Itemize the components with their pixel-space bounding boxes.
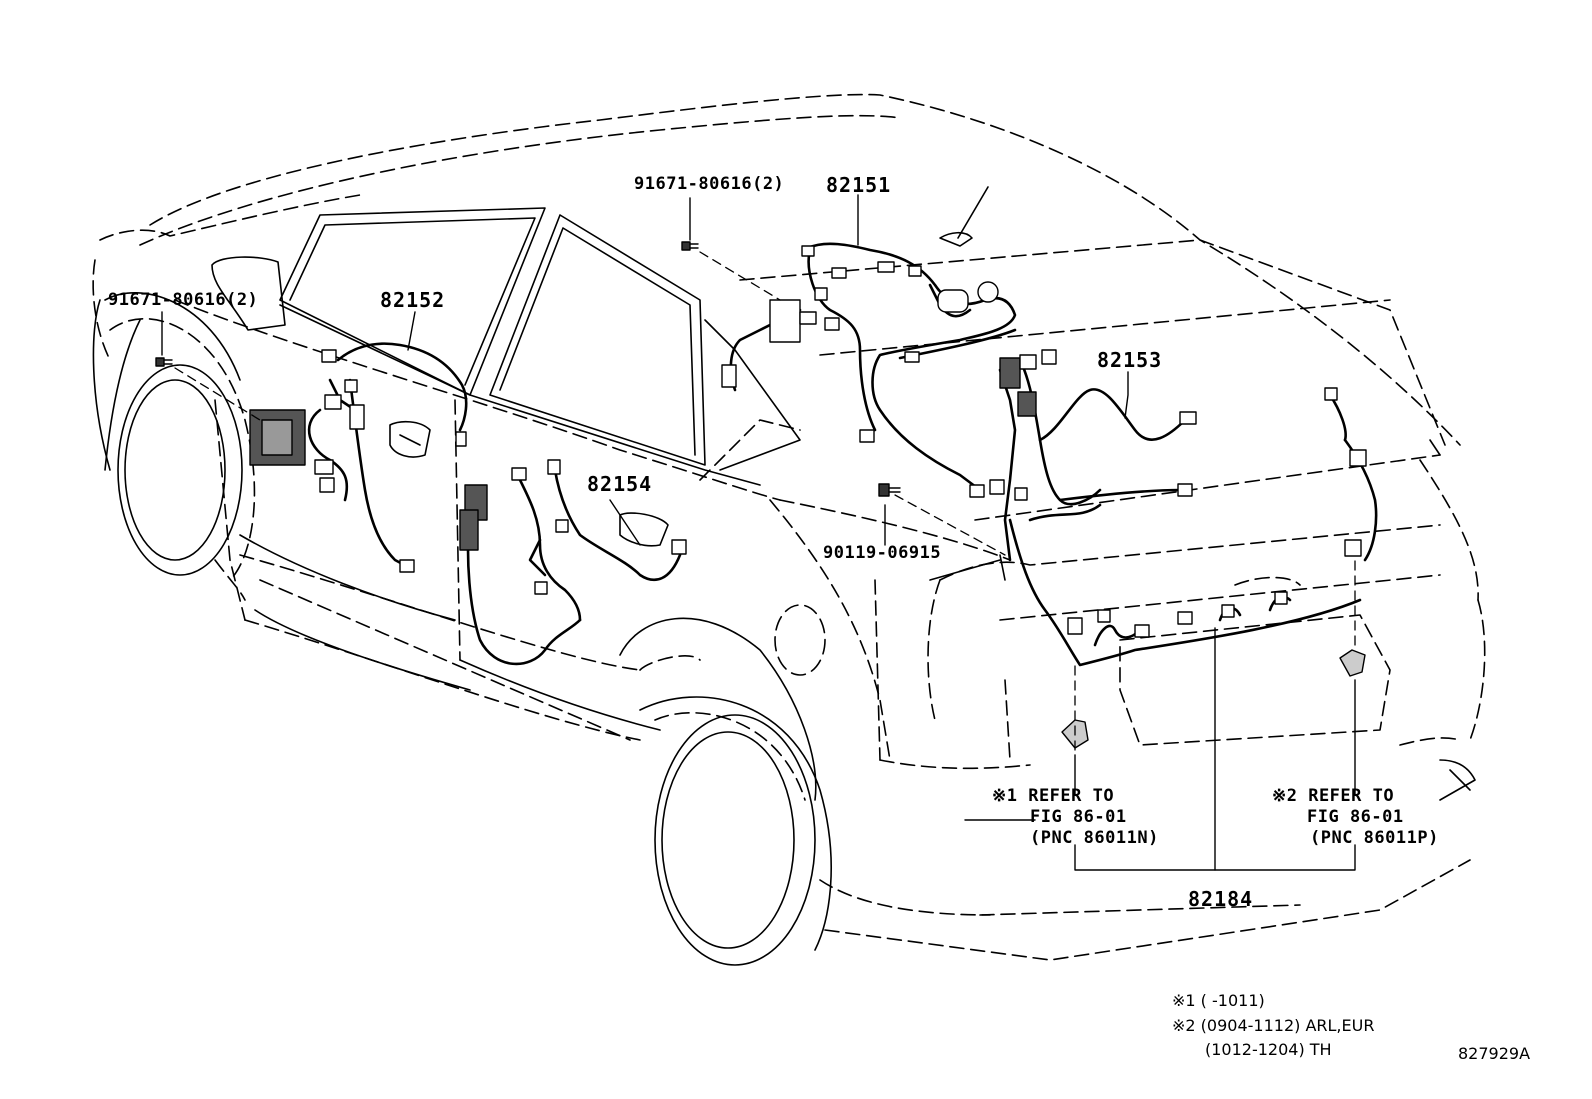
note-3: (1012-1204) TH xyxy=(1205,1040,1332,1059)
bolt-icon xyxy=(155,357,173,367)
ref1-line2: FIG 86-01 xyxy=(1030,807,1127,827)
body-contours xyxy=(92,299,1476,801)
bolt-label-left: 91671-80616(2) xyxy=(108,290,259,310)
ref2-line3: (PNC 86011P) xyxy=(1310,828,1439,848)
harness-82184-connectors xyxy=(1061,387,1367,749)
harness-82151-connectors xyxy=(721,245,999,443)
part-label-82152: 82152 xyxy=(380,288,446,312)
note-2: ※2 (0904-1112) ARL,EUR xyxy=(1172,1016,1375,1035)
harness-82153 xyxy=(998,358,1187,562)
roof-antenna xyxy=(939,186,989,247)
window-frames xyxy=(211,207,801,471)
part-label-82154: 82154 xyxy=(587,472,653,496)
part-label-82151: 82151 xyxy=(826,173,892,197)
harness-82152-connectors xyxy=(249,349,467,573)
rear-wheel xyxy=(639,696,832,966)
ref2-line2: FIG 86-01 xyxy=(1307,807,1404,827)
leader-lines xyxy=(161,194,1356,871)
dashed-leader-lines xyxy=(174,251,1356,751)
ref1-line1: ※1 REFER TO xyxy=(992,786,1115,806)
harness-82153-connectors xyxy=(969,349,1197,501)
harness-82152 xyxy=(307,342,468,570)
ref2-line1: ※2 REFER TO xyxy=(1272,786,1395,806)
figure-id: 827929A xyxy=(1458,1044,1531,1063)
harness-82154 xyxy=(466,468,682,666)
note-1: ※1 ( -1011) xyxy=(1172,991,1265,1010)
part-label-82153: 82153 xyxy=(1097,348,1163,372)
ref1-line3: (PNC 86011N) xyxy=(1030,828,1159,848)
bolt-icon xyxy=(681,241,699,251)
car-body-outline xyxy=(92,93,1486,961)
harness-82151 xyxy=(729,242,1017,492)
harness-82184 xyxy=(1008,393,1378,667)
harness-82154-connectors xyxy=(459,459,687,595)
bolt-icon xyxy=(878,483,901,497)
bolt-label-top: 91671-80616(2) xyxy=(634,174,785,194)
front-wheel xyxy=(104,292,256,581)
bolt-label-rear: 90119-06915 xyxy=(823,543,942,563)
part-label-82184: 82184 xyxy=(1188,887,1254,911)
bolts xyxy=(155,241,901,497)
